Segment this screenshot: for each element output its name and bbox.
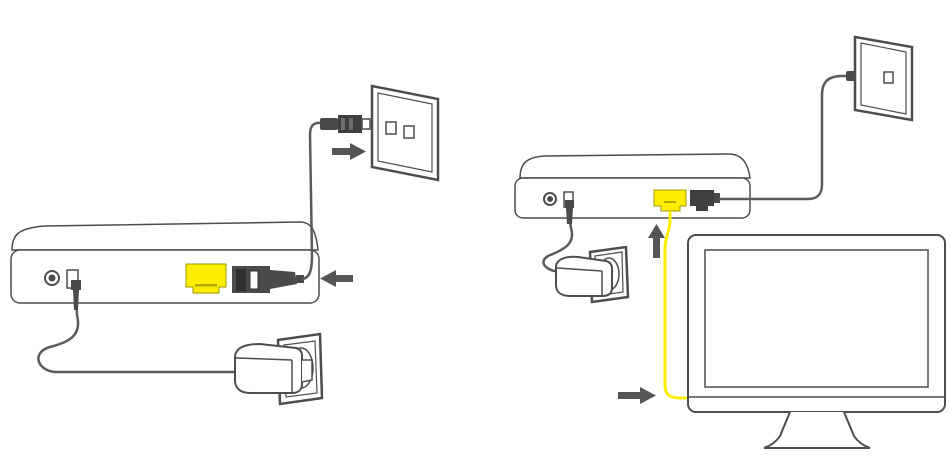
right-arrow-right-icon (618, 387, 656, 404)
monitor-stand (764, 412, 870, 448)
power-adapter-icon (235, 344, 312, 393)
left-phone-plug (320, 115, 370, 133)
computer-monitor-icon (688, 235, 945, 448)
right-router (515, 154, 750, 218)
wall-phone-jack-icon (372, 86, 438, 180)
left-panel (11, 86, 438, 404)
arrow-right-icon (332, 143, 366, 160)
right-panel (515, 37, 945, 448)
right-power-adapter-icon (556, 257, 612, 296)
right-wall-phone-jack-icon (855, 37, 912, 120)
left-router (11, 222, 319, 303)
arrow-left-icon (320, 270, 353, 287)
right-power-plug (565, 200, 574, 224)
arrow-up-icon (648, 224, 665, 258)
